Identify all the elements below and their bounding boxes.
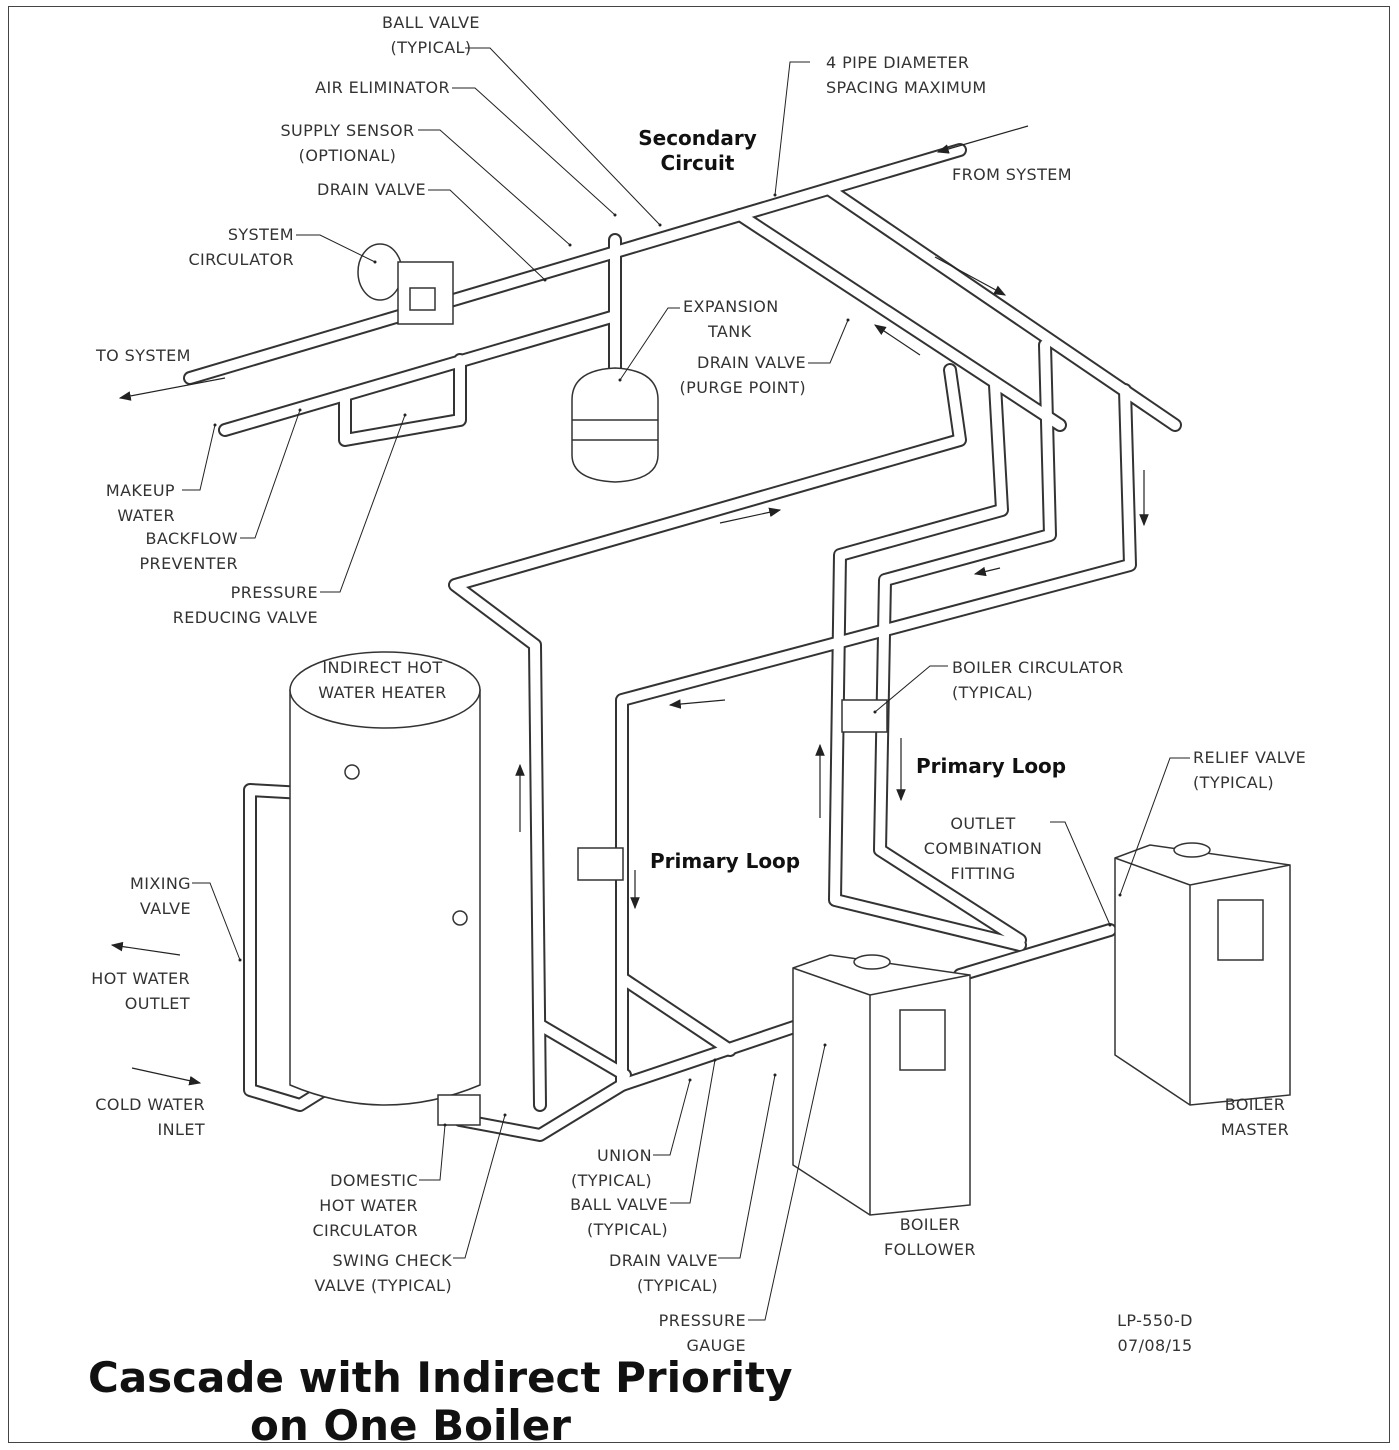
heading-primary-loop-left: Primary Loop <box>650 849 801 873</box>
label-to-system: TO SYSTEM <box>96 346 191 365</box>
label-union: UNION(TYPICAL) <box>570 1146 652 1190</box>
label-drain-valve-top: DRAIN VALVE <box>317 180 426 199</box>
indirect-water-heater <box>289 651 481 1106</box>
circulators <box>437 699 888 1126</box>
label-ball-valve-bottom: BALL VALVE(TYPICAL) <box>570 1195 668 1239</box>
label-drain-valve-bottom: DRAIN VALVE(TYPICAL) <box>609 1251 718 1295</box>
system-circulator-body <box>357 243 454 325</box>
pipe-network <box>183 143 1182 1142</box>
leader-lines <box>182 47 1190 1321</box>
heading-primary-loop-right: Primary Loop <box>916 754 1067 778</box>
flow-arrows <box>110 125 1149 1086</box>
drawing-border <box>8 6 1390 1443</box>
label-air-eliminator: AIR ELIMINATOR <box>315 78 450 97</box>
label-relief-valve: RELIEF VALVE(TYPICAL) <box>1193 748 1307 792</box>
label-drain-valve-purge: DRAIN VALVE(PURGE POINT) <box>679 353 806 397</box>
label-boiler-circulator: BOILER CIRCULATOR(TYPICAL) <box>952 658 1124 702</box>
boiler-master <box>1114 842 1291 1106</box>
title-line-2: on One Boiler <box>250 1401 571 1450</box>
boiler-follower <box>792 954 971 1216</box>
label-from-system: FROM SYSTEM <box>952 165 1072 184</box>
expansion-tank <box>571 367 659 483</box>
label-supply-sensor: SUPPLY SENSOR(OPTIONAL) <box>280 121 415 165</box>
title-line-1: Cascade with Indirect Priority <box>88 1353 793 1402</box>
label-ball-valve-top: BALL VALVE(TYPICAL) <box>382 13 480 57</box>
